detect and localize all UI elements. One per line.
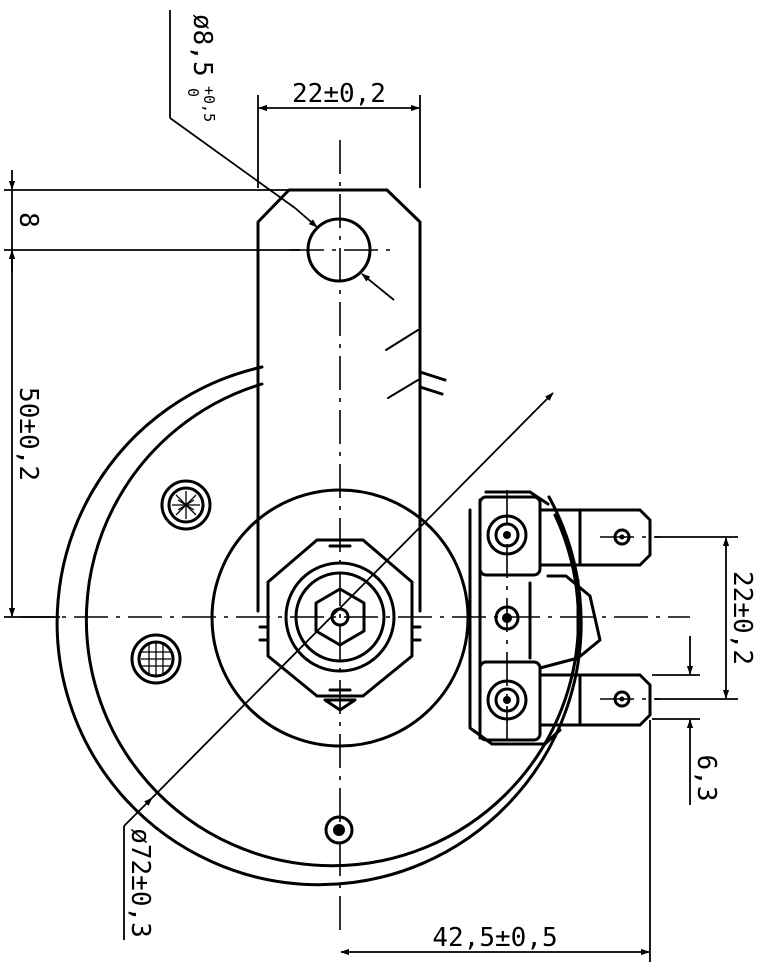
mounting-bracket: [256, 188, 422, 613]
dim-bracket-width-label: 22±0,2: [292, 79, 386, 109]
dim-hole-diameter: ø8,5 +0,5 0: [169, 10, 395, 301]
dim-hole-to-center-label: 50±0,2: [13, 387, 43, 481]
dim-terminal-width-label: 6,3: [691, 755, 721, 802]
dim-hole-offset: 8: [4, 170, 300, 272]
dim-hole-offset-label: 8: [13, 212, 43, 228]
bottom-rivet: [324, 815, 354, 845]
dim-body-diameter-label: ø72±0,3: [125, 828, 155, 938]
dim-terminal-reach-label: 42,5±0,5: [432, 923, 557, 953]
dim-hole-tol-upper: +0,5: [200, 86, 218, 122]
vent-screw-bottom: [130, 633, 182, 685]
dim-hole-diameter-label: ø8,5: [187, 14, 217, 77]
dim-terminal-reach: 42,5±0,5: [340, 720, 651, 962]
dim-terminal-spacing-label: 22±0,2: [727, 571, 757, 665]
dim-terminal-spacing: 22±0,2: [655, 536, 757, 700]
dim-hole-tol-lower: 0: [184, 88, 202, 97]
center-lines: [20, 140, 690, 935]
dim-bracket-width: 22±0,2: [257, 79, 421, 188]
dim-body-diameter: ø72±0,3: [123, 392, 554, 940]
dim-terminal-width: 6,3: [652, 636, 721, 805]
dim-hole-to-center: 50±0,2: [4, 250, 60, 618]
vent-screw-top: [160, 479, 212, 531]
